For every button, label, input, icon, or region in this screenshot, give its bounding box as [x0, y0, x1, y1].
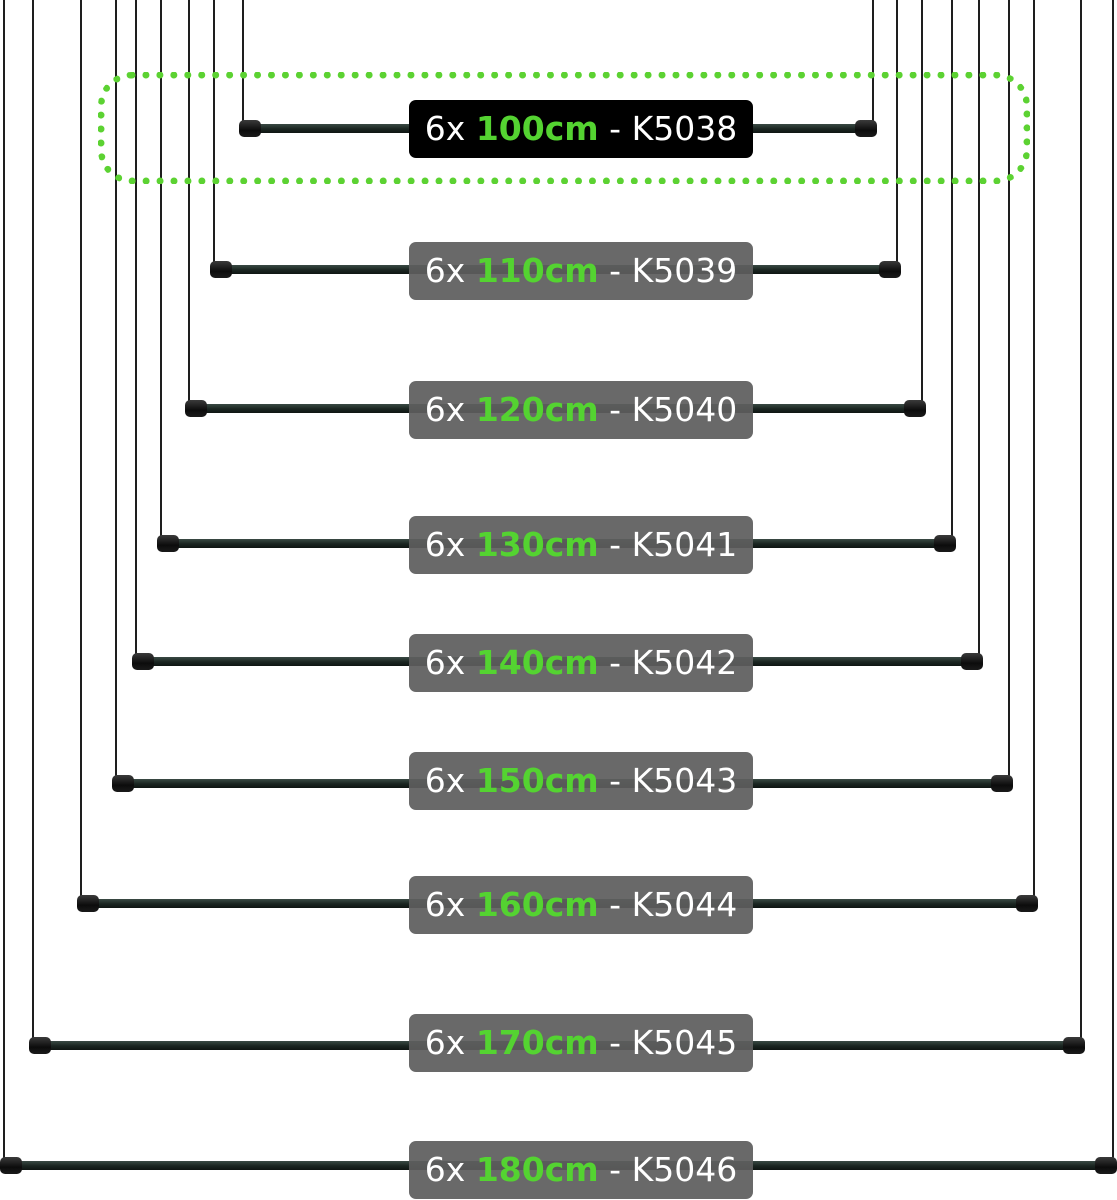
end-cap-right [879, 261, 901, 278]
end-cap-right [1016, 895, 1038, 912]
separator-text: - [609, 109, 622, 148]
product-label-k5038: 6x 100cm - K5038 [409, 100, 753, 158]
end-cap-left [0, 1157, 22, 1174]
end-cap-left [185, 400, 207, 417]
product-code-text: K5038 [631, 109, 738, 148]
length-text: 170cm [475, 1023, 599, 1062]
end-cap-right [991, 775, 1013, 792]
hanger-wire-right [896, 0, 898, 269]
quantity-text: 6x [424, 251, 466, 290]
end-cap-right [904, 400, 926, 417]
separator-text: - [609, 390, 622, 429]
product-label-k5043: 6x 150cm - K5043 [409, 752, 753, 810]
end-cap-left [112, 775, 134, 792]
quantity-text: 6x [424, 390, 466, 429]
hanger-wire-left [3, 0, 5, 1165]
product-label-k5046: 6x 180cm - K5046 [409, 1141, 753, 1199]
hanger-wire-left [188, 0, 190, 408]
hanger-wire-left [32, 0, 34, 1045]
quantity-text: 6x [424, 1023, 466, 1062]
length-text: 160cm [475, 885, 599, 924]
product-code-text: K5043 [631, 761, 738, 800]
length-text: 150cm [475, 761, 599, 800]
length-text: 120cm [475, 390, 599, 429]
product-code-text: K5039 [631, 251, 738, 290]
end-cap-left [157, 535, 179, 552]
hanger-wire-left [213, 0, 215, 269]
end-cap-right [1063, 1037, 1085, 1054]
hanger-wire-right [1080, 0, 1082, 1045]
hanger-wire-left [80, 0, 82, 903]
hanger-wire-right [951, 0, 953, 543]
end-cap-right [1095, 1157, 1117, 1174]
product-code-text: K5044 [631, 885, 738, 924]
separator-text: - [609, 1023, 622, 1062]
hanger-wire-right [921, 0, 923, 408]
hanger-wire-left [135, 0, 137, 661]
end-cap-left [29, 1037, 51, 1054]
hanger-wire-right [1008, 0, 1010, 783]
product-label-k5045: 6x 170cm - K5045 [409, 1014, 753, 1072]
hanger-wire-right [872, 0, 874, 128]
hanger-wire-right [1112, 0, 1114, 1165]
separator-text: - [609, 643, 622, 682]
product-code-text: K5040 [631, 390, 738, 429]
end-cap-left [210, 261, 232, 278]
quantity-text: 6x [424, 885, 466, 924]
length-text: 110cm [475, 251, 599, 290]
length-text: 100cm [475, 109, 599, 148]
highlight-ring [98, 72, 1030, 184]
product-label-k5042: 6x 140cm - K5042 [409, 634, 753, 692]
end-cap-right [961, 653, 983, 670]
hanger-wire-right [978, 0, 980, 661]
end-cap-left [77, 895, 99, 912]
quantity-text: 6x [424, 643, 466, 682]
hanger-wire-right [1033, 0, 1035, 903]
quantity-text: 6x [424, 109, 466, 148]
hanger-wire-left [160, 0, 162, 543]
end-cap-right [855, 120, 877, 137]
hanger-wire-left [242, 0, 244, 128]
product-code-text: K5045 [631, 1023, 738, 1062]
product-label-k5040: 6x 120cm - K5040 [409, 381, 753, 439]
length-text: 140cm [475, 643, 599, 682]
separator-text: - [609, 1150, 622, 1189]
length-text: 130cm [475, 525, 599, 564]
separator-text: - [609, 525, 622, 564]
end-cap-right [934, 535, 956, 552]
end-cap-left [132, 653, 154, 670]
product-code-text: K5042 [631, 643, 738, 682]
hanger-wire-left [115, 0, 117, 783]
length-text: 180cm [475, 1150, 599, 1189]
product-label-k5039: 6x 110cm - K5039 [409, 242, 753, 300]
quantity-text: 6x [424, 525, 466, 564]
quantity-text: 6x [424, 1150, 466, 1189]
separator-text: - [609, 761, 622, 800]
product-label-k5041: 6x 130cm - K5041 [409, 516, 753, 574]
separator-text: - [609, 251, 622, 290]
product-label-k5044: 6x 160cm - K5044 [409, 876, 753, 934]
product-code-text: K5046 [631, 1150, 738, 1189]
product-code-text: K5041 [631, 525, 738, 564]
separator-text: - [609, 885, 622, 924]
end-cap-left [239, 120, 261, 137]
quantity-text: 6x [424, 761, 466, 800]
